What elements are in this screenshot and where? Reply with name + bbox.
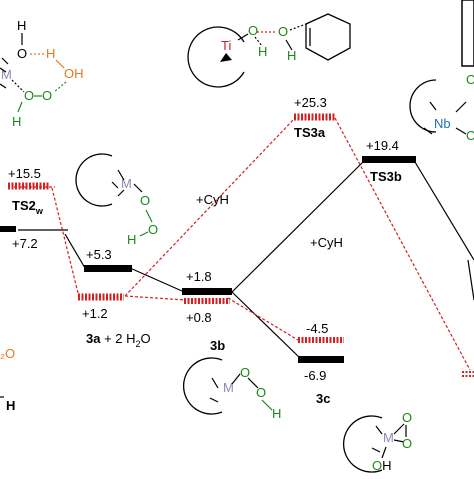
connector-edge-black — [467, 259, 474, 301]
connector-ts2-to-3a — [51, 187, 79, 294]
energy-3c-black: -6.9 — [304, 368, 326, 383]
structure-3b: M O O H — [183, 357, 281, 421]
atom-h: H — [12, 114, 21, 129]
connector-3b-to-ts3b — [231, 161, 364, 293]
atom-h: H — [287, 48, 296, 63]
energy-ts3a: +25.3 — [294, 95, 327, 110]
edge-partial-frame — [461, 0, 474, 67]
partial-h2o-left: ₂O — [0, 346, 15, 361]
atom-o: O — [17, 46, 27, 61]
atom-m: M — [383, 430, 394, 445]
label-cyh-red: +CyH — [196, 192, 229, 207]
partial-h-left: H — [6, 398, 15, 413]
label-ts3a: TS3a — [294, 125, 326, 140]
energy-start: +7.2 — [12, 236, 38, 251]
atom-o-partial: O — [466, 128, 474, 143]
label-3b: 3b — [210, 338, 225, 353]
connector-ts3b-out — [414, 161, 474, 261]
level-start — [0, 226, 16, 232]
label-cyh-black: +CyH — [310, 235, 343, 250]
energy-ts3b: +19.4 — [366, 138, 399, 153]
atom-m: M — [121, 176, 132, 191]
energy-3b-black: +1.8 — [186, 269, 212, 284]
energy-3b-red: +0.8 — [186, 310, 212, 325]
structure-3a-mooh: M O O H — [75, 153, 158, 247]
structure-3c: M O O OH — [343, 410, 412, 473]
level-3b-black — [182, 288, 232, 295]
atom-h: H — [17, 18, 26, 33]
atom-oh: OH — [372, 458, 392, 473]
atom-o: O — [140, 193, 150, 208]
atom-o: O — [278, 24, 288, 39]
connector-3a-to-ts3a — [124, 117, 296, 297]
structure-ti-complex: Ti O H O H — [187, 13, 351, 88]
connector-3b-to-3c — [231, 291, 301, 359]
label-ts3b: TS3b — [370, 169, 402, 184]
atom-o: O — [256, 385, 266, 400]
connector-ts3a-out — [334, 117, 471, 371]
atom-o: O — [148, 222, 158, 237]
atom-o: O — [402, 436, 412, 451]
atom-nb: Nb — [434, 116, 451, 131]
atom-o: O — [248, 23, 258, 38]
atom-h: H — [127, 232, 136, 247]
atom-o-partial: O — [466, 72, 474, 87]
connector-start-to-3a — [64, 233, 86, 269]
atom-o: O — [402, 410, 412, 425]
energy-3c-red: -4.5 — [306, 321, 328, 336]
label-3a: 3a + 2 H2O — [86, 331, 151, 349]
atom-o: O — [240, 365, 250, 380]
structure-water-cluster: H O H OH M O O H — [0, 18, 84, 129]
structure-nb: Nb O O — [409, 0, 474, 143]
level-3a-black — [84, 265, 132, 272]
connector-3a-to-3b-red — [124, 295, 186, 301]
atom-ti: Ti — [221, 38, 231, 53]
energy-3a-red: +1.2 — [82, 306, 108, 321]
atom-o: O — [42, 88, 52, 103]
atom-oh: OH — [64, 66, 84, 81]
atom-m: M — [223, 380, 234, 395]
connector-3b-to-3c-red — [227, 297, 299, 341]
atom-o: O — [24, 88, 34, 103]
energy-ts2w: +15.5 — [8, 166, 41, 181]
connector-3a-to-3b — [129, 267, 183, 292]
atom-h: H — [46, 46, 55, 61]
atom-h: H — [272, 406, 281, 421]
energy-3a-black: +5.3 — [86, 247, 112, 262]
label-ts2w: TS2w — [12, 198, 44, 216]
atom-m: M — [1, 67, 12, 82]
level-3c-black — [298, 356, 344, 363]
level-ts3b — [362, 156, 416, 163]
label-3c: 3c — [316, 391, 330, 406]
atom-h: H — [258, 44, 267, 59]
